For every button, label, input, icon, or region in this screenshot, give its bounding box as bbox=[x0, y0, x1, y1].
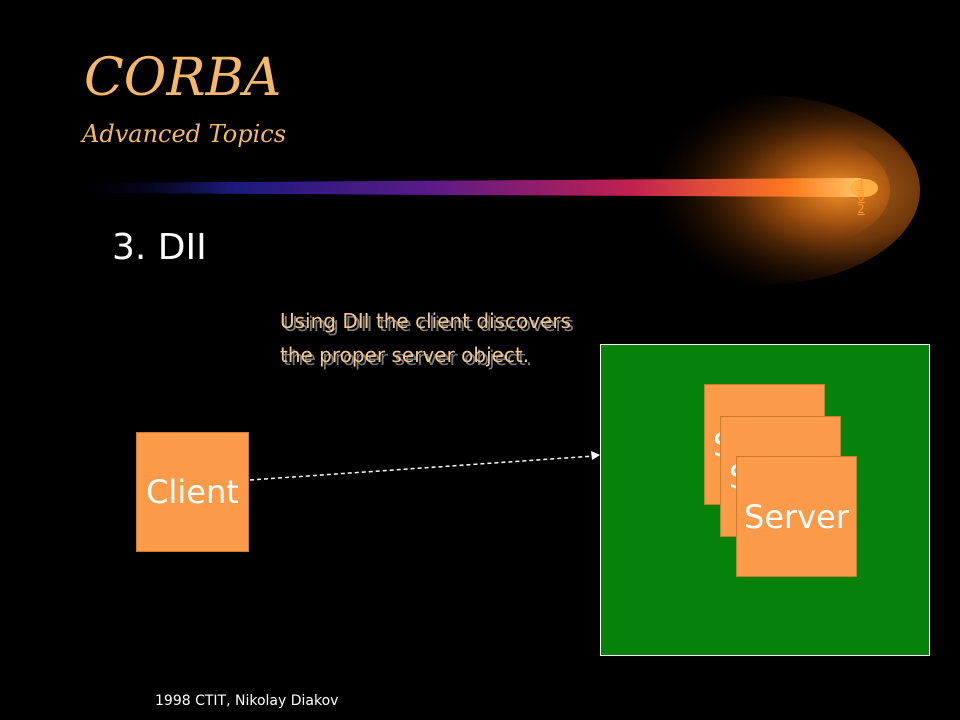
comet-head bbox=[850, 179, 878, 197]
callout-line: the proper server object. bbox=[280, 343, 530, 367]
dashed-arrow-line bbox=[249, 455, 595, 481]
client-box: Client bbox=[136, 432, 249, 552]
page-number-digit: 1 bbox=[857, 178, 865, 192]
slide-title: CORBA bbox=[84, 48, 282, 108]
footer-credit: 1998 CTIT, Nikolay Diakov bbox=[155, 693, 339, 709]
arrow-head-icon bbox=[591, 451, 600, 460]
page-number-digit: 0 bbox=[857, 190, 865, 204]
page-number-digit: 2 bbox=[857, 202, 865, 216]
comet-streak bbox=[70, 178, 870, 197]
server-box-front: Server bbox=[736, 456, 857, 577]
section-heading: 3. DII bbox=[112, 227, 207, 268]
callout-note: Using DII the client discovers the prope… bbox=[280, 304, 660, 372]
page-number: 1 0 2 bbox=[851, 179, 871, 215]
callout-line: Using DII the client discovers bbox=[280, 309, 572, 333]
slide-subtitle: Advanced Topics bbox=[82, 120, 287, 148]
